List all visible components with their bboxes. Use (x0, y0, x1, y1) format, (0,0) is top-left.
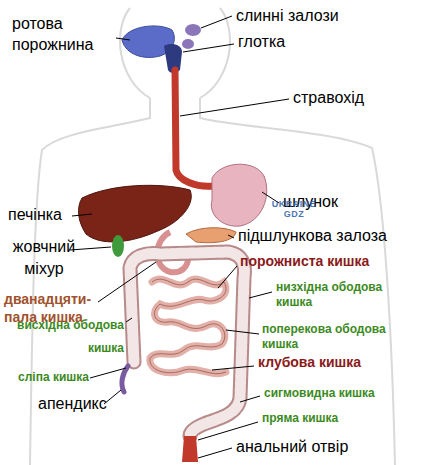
leader-line (218, 266, 237, 288)
part-label: стравохід (293, 88, 364, 108)
part-label: пряма кишка (262, 411, 338, 426)
part-label: поперекова ободова кишка (262, 322, 402, 352)
leader-line (249, 292, 272, 298)
part-label: анальний отвір (236, 437, 348, 457)
esophagus (175, 70, 214, 186)
part-label: сигмовидна кишка (264, 386, 375, 401)
watermark: UKRAINE GDZ (268, 200, 320, 220)
leader-line (90, 368, 126, 378)
part-label: слинні залози (236, 6, 339, 26)
salivary-gland (182, 39, 194, 49)
part-label: клубова кишка (258, 354, 361, 372)
part-label: порожниста кишка (240, 253, 369, 271)
small-intestine (150, 279, 226, 374)
body-outline (30, 8, 395, 465)
part-label: сліпа кишка (18, 370, 89, 385)
leader-line (198, 448, 232, 458)
leader-line (116, 38, 130, 40)
liver (79, 185, 192, 242)
leader-line (126, 318, 132, 322)
leader-line (183, 44, 234, 52)
gallbladder (112, 235, 124, 257)
leader-line (240, 396, 260, 402)
colon-outline (130, 252, 244, 436)
leader-line (226, 330, 259, 334)
rectum (182, 436, 198, 462)
leader-line (228, 235, 234, 238)
leader-line (198, 422, 258, 440)
part-label: жовчний міхур (4, 236, 84, 279)
appendix (122, 366, 128, 392)
leader-line (70, 247, 111, 250)
part-label: глотка (238, 32, 285, 52)
part-label: висхідна ободова кишка (16, 314, 124, 360)
salivary-gland (185, 24, 201, 36)
part-label: апендикс (38, 394, 107, 414)
leader-line (180, 99, 289, 116)
leader-line (212, 366, 254, 370)
pancreas (186, 228, 236, 243)
stomach (211, 164, 266, 226)
leader-line (201, 16, 232, 28)
leader-line (72, 214, 92, 216)
large-intestine (130, 252, 244, 436)
leader-line (98, 262, 156, 302)
part-label: печінка (8, 205, 62, 225)
small-intestine-edge (150, 279, 226, 374)
part-label: підшлункова залоза (238, 226, 387, 246)
part-label: низхідна ободова кишка (276, 280, 411, 310)
part-label: ротова порожнина (12, 14, 122, 56)
